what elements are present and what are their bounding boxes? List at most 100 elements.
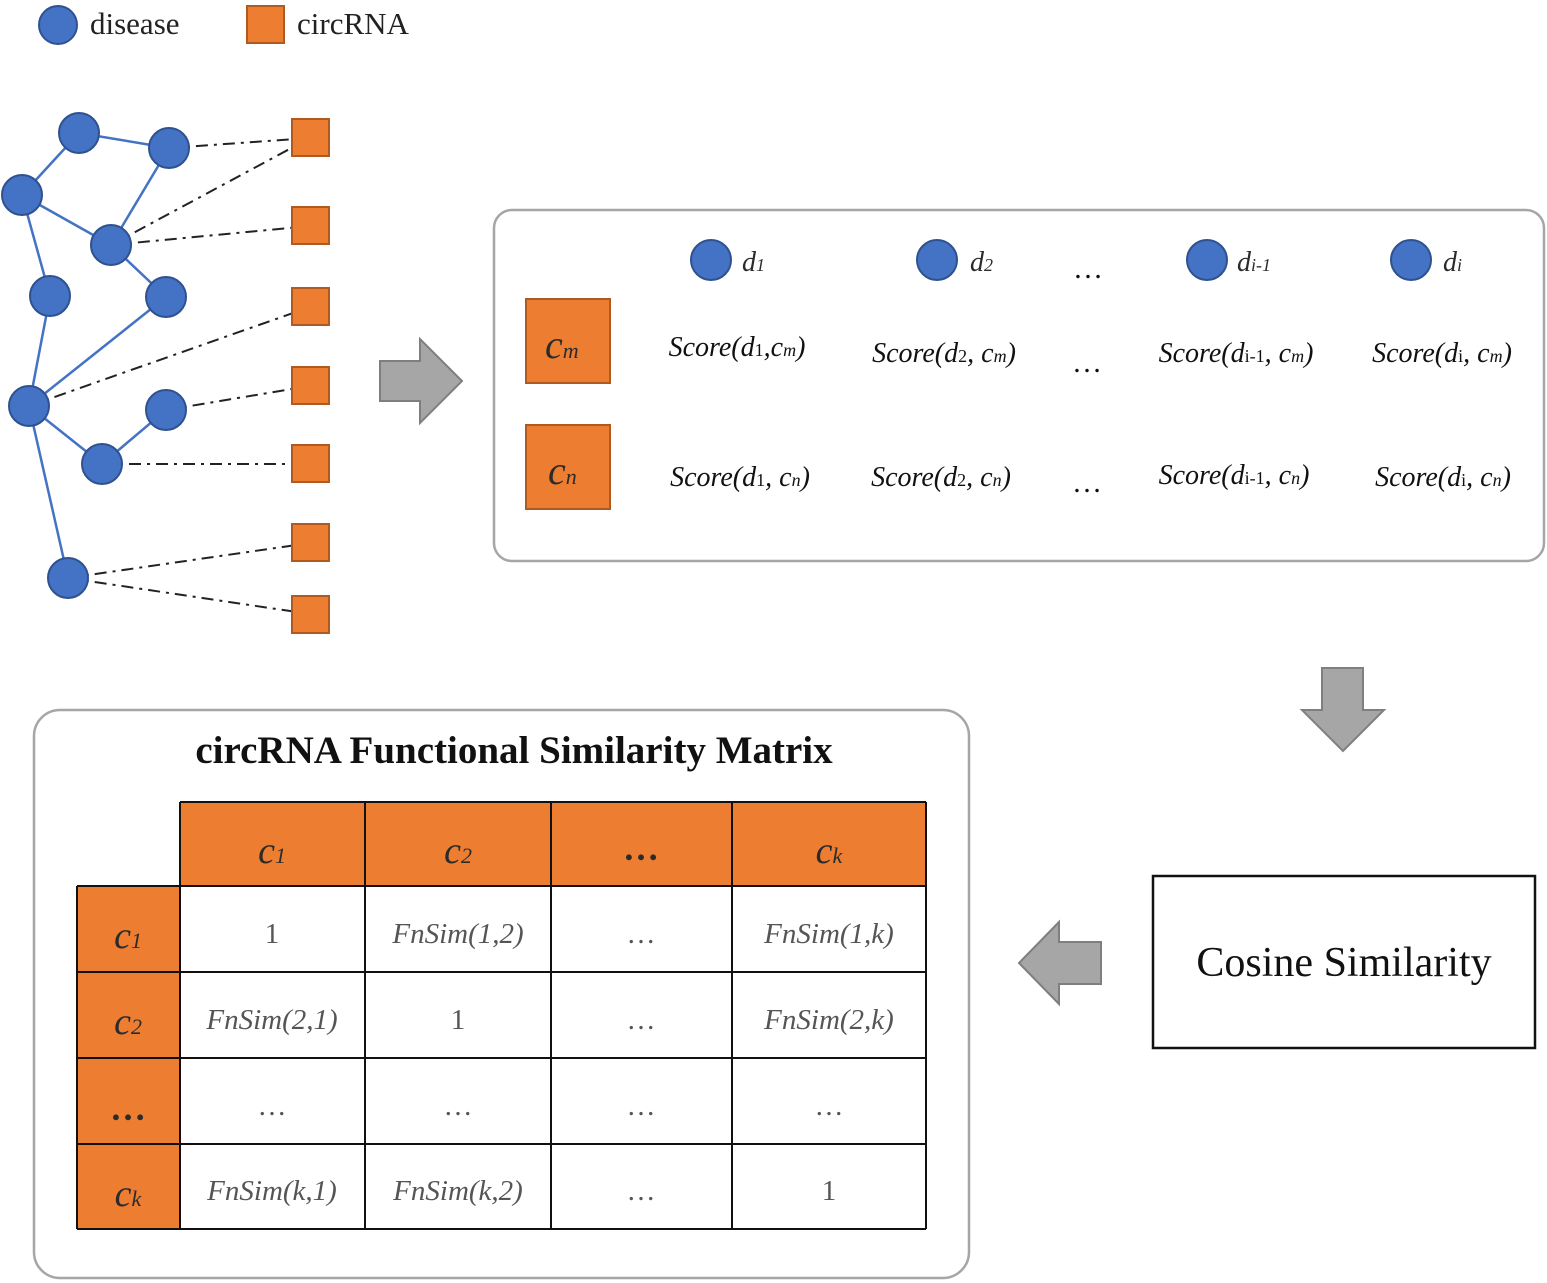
score-row-cn: cn Score(d1, cn) Score(d2, cn) … Score(d…: [525, 424, 1511, 510]
disease-edges: [20, 131, 171, 579]
disease-edge: [28, 296, 167, 407]
matrix-cell: …: [627, 918, 656, 950]
matrix-cell: …: [815, 1090, 844, 1122]
arrow-left-icon: [1017, 919, 1102, 1007]
circrna-node: [291, 287, 330, 326]
disease-nodes: [1, 112, 190, 599]
legend-circrna-label: circRNA: [297, 6, 410, 41]
disease-header-row: d1 d2 … di-1 di: [690, 239, 1462, 285]
disease-node: [8, 385, 50, 427]
circrna-row-icon: [525, 424, 611, 510]
matrix-col-headers: c1 c2 … ck: [258, 828, 843, 872]
matrix-row-headers: c1 c2 … ck: [110, 915, 146, 1215]
disease-node: [81, 443, 123, 485]
disease-node: [148, 127, 190, 169]
association-edge: [110, 225, 311, 246]
disease-node: [58, 112, 100, 154]
disease-header-d1: d1: [742, 247, 765, 278]
disease-header-di-1: di-1: [1237, 247, 1271, 278]
circrna-node: [291, 206, 330, 245]
matrix-cell: …: [627, 1004, 656, 1036]
association-edge: [28, 306, 311, 407]
association-edge: [168, 137, 311, 149]
score-cell: Score(di-1, cm): [1159, 338, 1314, 369]
matrix-cell: 1: [265, 918, 280, 950]
score-cell: Score(d1,cm): [669, 332, 806, 363]
association-edge: [67, 577, 311, 615]
circrna-nodes: [291, 118, 330, 634]
matrix-row-header: c1: [114, 915, 142, 957]
disease-header-di: di: [1443, 247, 1462, 278]
matrix-cell: FnSim(1,k): [763, 918, 894, 950]
circrna-row-icon: [525, 298, 611, 384]
matrix-grid: [76, 801, 927, 1230]
matrix-col-header: ck: [816, 830, 844, 872]
disease-node: [145, 389, 187, 431]
disease-node: [29, 275, 71, 317]
score-cell: Score(d2, cn): [871, 462, 1011, 493]
matrix-cell: FnSim(2,k): [763, 1004, 894, 1036]
cosine-similarity-frame: [1151, 874, 1537, 1050]
matrix-cell: …: [258, 1090, 287, 1122]
association-edge: [165, 385, 311, 411]
circrna-node: [291, 118, 330, 157]
matrix-cell: …: [627, 1175, 656, 1207]
matrix-cell: 1: [822, 1175, 837, 1207]
circrna-node: [291, 444, 330, 483]
matrix-cell: FnSim(k,1): [206, 1175, 337, 1207]
disease-header-icon: [690, 239, 732, 281]
disease-node: [145, 276, 187, 318]
matrix-col-header: c2: [444, 830, 472, 872]
disease-node: [90, 224, 132, 266]
disease-header-icon: [1390, 239, 1432, 281]
circrna-row-label: cm: [545, 322, 579, 367]
score-cell: Score(d2, cm): [872, 338, 1016, 369]
matrix-cells: 1 FnSim(1,2) … FnSim(1,k) FnSim(2,1) 1 ……: [205, 918, 893, 1207]
matrix-title: circRNA Functional Similarity Matrix: [195, 729, 833, 772]
matrix-row-header: ck: [115, 1173, 143, 1215]
legend-disease-label: disease: [90, 6, 180, 41]
matrix-col-header: c1: [258, 830, 286, 872]
circrna-node: [291, 523, 330, 562]
legend-disease-icon: [38, 5, 78, 45]
circrna-node: [291, 595, 330, 634]
circrna-row-label: cn: [548, 448, 577, 493]
disease-header-icon: [916, 239, 958, 281]
association-edge: [110, 137, 311, 246]
disease-header-ellipsis: …: [1073, 252, 1103, 285]
circrna-node: [291, 366, 330, 405]
arrow-right-icon: [379, 336, 464, 426]
score-cell: Score(di, cm): [1372, 338, 1512, 369]
matrix-row-header: …: [110, 1088, 146, 1128]
matrix-cell: …: [444, 1090, 473, 1122]
score-cell: Score(di, cn): [1375, 462, 1511, 493]
matrix-row-header: c2: [114, 1001, 142, 1043]
legend-circrna-icon: [246, 5, 285, 44]
score-cell-ellipsis: …: [1072, 466, 1102, 499]
score-cell: Score(di-1, cn): [1159, 460, 1310, 491]
matrix-cell: FnSim(k,2): [392, 1175, 523, 1207]
disease-header-d2: d2: [970, 247, 993, 278]
matrix-col-header: …: [623, 828, 659, 868]
association-edge: [67, 542, 311, 579]
matrix-cell: 1: [451, 1004, 466, 1036]
score-cell: Score(d1, cn): [670, 462, 810, 493]
disease-node: [1, 174, 43, 216]
association-edges: [28, 137, 311, 615]
score-cell-ellipsis: …: [1072, 346, 1102, 379]
network: [1, 112, 330, 634]
disease-edge: [27, 405, 70, 579]
score-row-cm: cm Score(d1,cm) Score(d2, cm) … Score(di…: [525, 298, 1512, 384]
score-panel: d1 d2 … di-1 di cm Score(d1,cm) Score(d2…: [492, 208, 1546, 563]
cosine-similarity-label: Cosine Similarity: [1196, 940, 1491, 986]
matrix-cell: …: [627, 1090, 656, 1122]
disease-header-icon: [1186, 239, 1228, 281]
score-panel-frame: [492, 208, 1546, 563]
matrix-panel: circRNA Functional Similarity Matrix c1 …: [32, 708, 971, 1280]
legend: disease circRNA: [38, 5, 410, 45]
matrix-col-header-bg: [180, 802, 926, 886]
matrix-cell: FnSim(2,1): [205, 1004, 337, 1036]
arrow-down-icon: [1299, 667, 1387, 753]
cosine-similarity-box: Cosine Similarity: [1151, 874, 1537, 1050]
